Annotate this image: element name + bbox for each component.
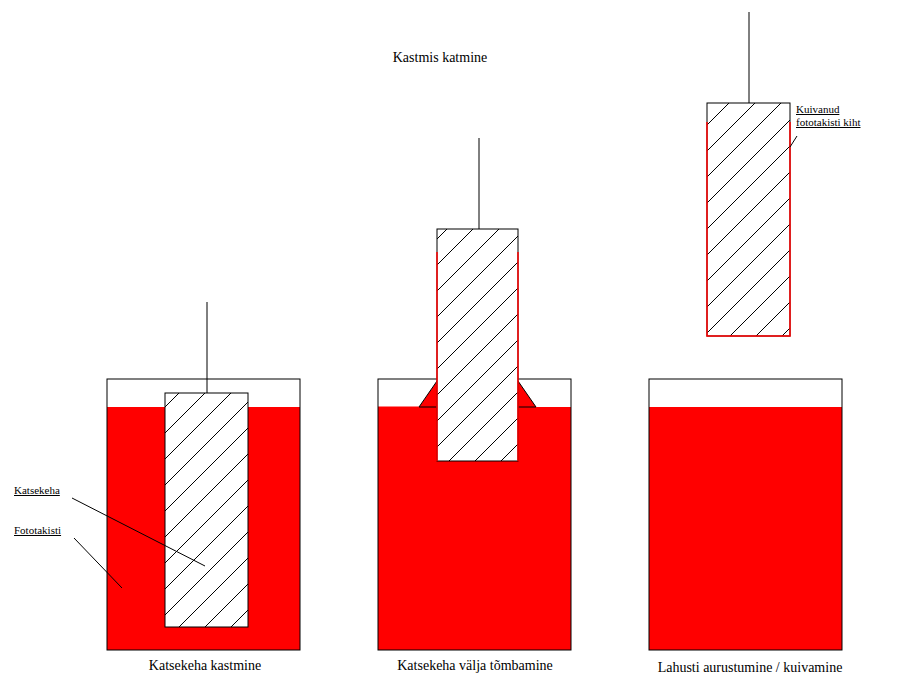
wet-film xyxy=(517,252,519,461)
part-label: Fototakisti xyxy=(14,524,61,537)
holder-rod xyxy=(479,138,480,229)
specimen-ground xyxy=(165,393,248,627)
step-caption: Katsekeha välja tõmbamine xyxy=(397,658,553,674)
specimen-ground xyxy=(707,103,790,336)
specimen-ground xyxy=(437,229,518,461)
container xyxy=(649,379,842,650)
diagram-title: Kastmis katmine xyxy=(393,50,488,66)
leader-line xyxy=(790,136,797,147)
bath-surface xyxy=(378,407,419,408)
wet-film xyxy=(436,252,438,461)
photoresist-bath xyxy=(649,407,842,650)
step-caption: Katsekeha kastmine xyxy=(149,658,261,674)
specimen xyxy=(165,393,248,627)
leader-line xyxy=(74,538,122,588)
part-label: Katsekeha xyxy=(14,484,60,497)
stage-withdrawal xyxy=(378,138,571,650)
specimen xyxy=(437,229,518,461)
part-label: Kuivanud fototakisti kiht xyxy=(796,103,882,128)
leader-line xyxy=(72,498,205,566)
container xyxy=(107,379,300,650)
holder-rod xyxy=(207,302,208,393)
stage-dipping xyxy=(72,302,300,650)
dried-film xyxy=(707,122,790,336)
specimen xyxy=(707,103,790,336)
holder-rod xyxy=(749,12,750,103)
step-caption: Lahusti aurustumine / kuivamine xyxy=(658,660,843,676)
